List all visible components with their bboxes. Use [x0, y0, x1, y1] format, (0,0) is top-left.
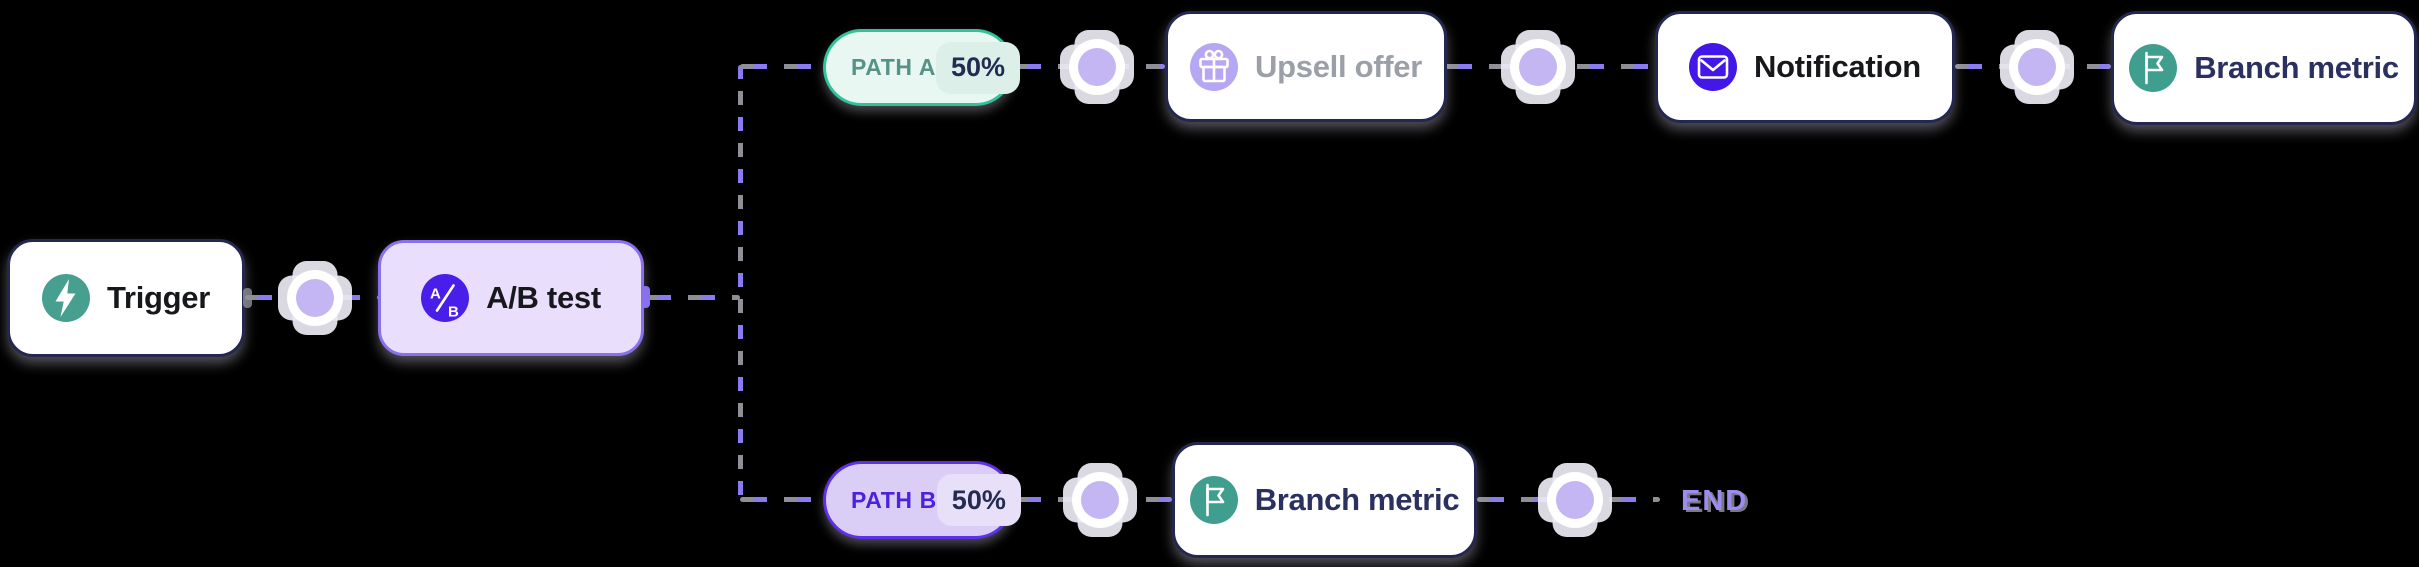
branch-metric-label: Branch metric [1254, 482, 1460, 517]
dot-core [1556, 481, 1594, 519]
branch-metric-label: Branch metric [2194, 50, 2399, 85]
notification-node[interactable]: Notification [1655, 11, 1955, 123]
path-b-percent: 50% [936, 474, 1021, 526]
branch-metric-node-bottom[interactable]: Branch metric [1172, 442, 1477, 558]
branch-metric-node-top[interactable]: Branch metric [2111, 11, 2417, 125]
envelope-icon [1689, 43, 1738, 91]
dot-ring [1069, 39, 1125, 95]
dot-core [1519, 48, 1557, 86]
dot-ring [1547, 472, 1603, 528]
dot-core [1081, 481, 1119, 519]
connector-line [644, 295, 740, 300]
branch-line [738, 65, 743, 502]
node-handle[interactable] [641, 286, 650, 308]
gift-icon [1190, 42, 1239, 91]
dot-core [2018, 48, 2056, 86]
dot-core [296, 279, 334, 317]
path-a-badge[interactable]: PATH A 50% [823, 29, 1020, 106]
dot-core [1078, 48, 1116, 86]
svg-text:A: A [430, 286, 441, 303]
svg-text:B: B [448, 304, 459, 321]
trigger-label: Trigger [107, 280, 210, 315]
ab-split-icon: A B [421, 274, 470, 322]
connector-dot[interactable] [275, 258, 355, 338]
flag-icon [2129, 44, 2178, 92]
path-a-label: PATH A [851, 54, 936, 80]
dot-ring [287, 270, 343, 326]
dot-ring [1072, 472, 1128, 528]
notification-label: Notification [1754, 49, 1921, 84]
ab-test-label: A/B test [486, 280, 601, 315]
connector-line [740, 497, 823, 502]
connector-dot[interactable] [1057, 27, 1137, 107]
trigger-node[interactable]: Trigger [7, 239, 245, 357]
path-b-badge[interactable]: PATH B 50% [823, 461, 1021, 539]
path-b-label: PATH B [851, 486, 937, 513]
connector-dot[interactable] [1997, 27, 2077, 107]
upsell-offer-label: Upsell offer [1255, 48, 1422, 84]
lightning-icon [42, 274, 90, 322]
dot-ring [1510, 39, 1566, 95]
connector-dot[interactable] [1060, 460, 1140, 540]
node-handle[interactable] [243, 288, 252, 308]
flag-icon [1189, 476, 1238, 524]
upsell-offer-node[interactable]: Upsell offer [1165, 11, 1447, 122]
dot-ring [2009, 39, 2065, 95]
end-marker: END [1681, 485, 1749, 517]
connector-dot[interactable] [1498, 27, 1578, 107]
connector-line [740, 64, 823, 69]
ab-test-node[interactable]: A B A/B test [378, 240, 644, 356]
connector-dot[interactable] [1535, 460, 1615, 540]
path-a-percent: 50% [935, 41, 1020, 94]
